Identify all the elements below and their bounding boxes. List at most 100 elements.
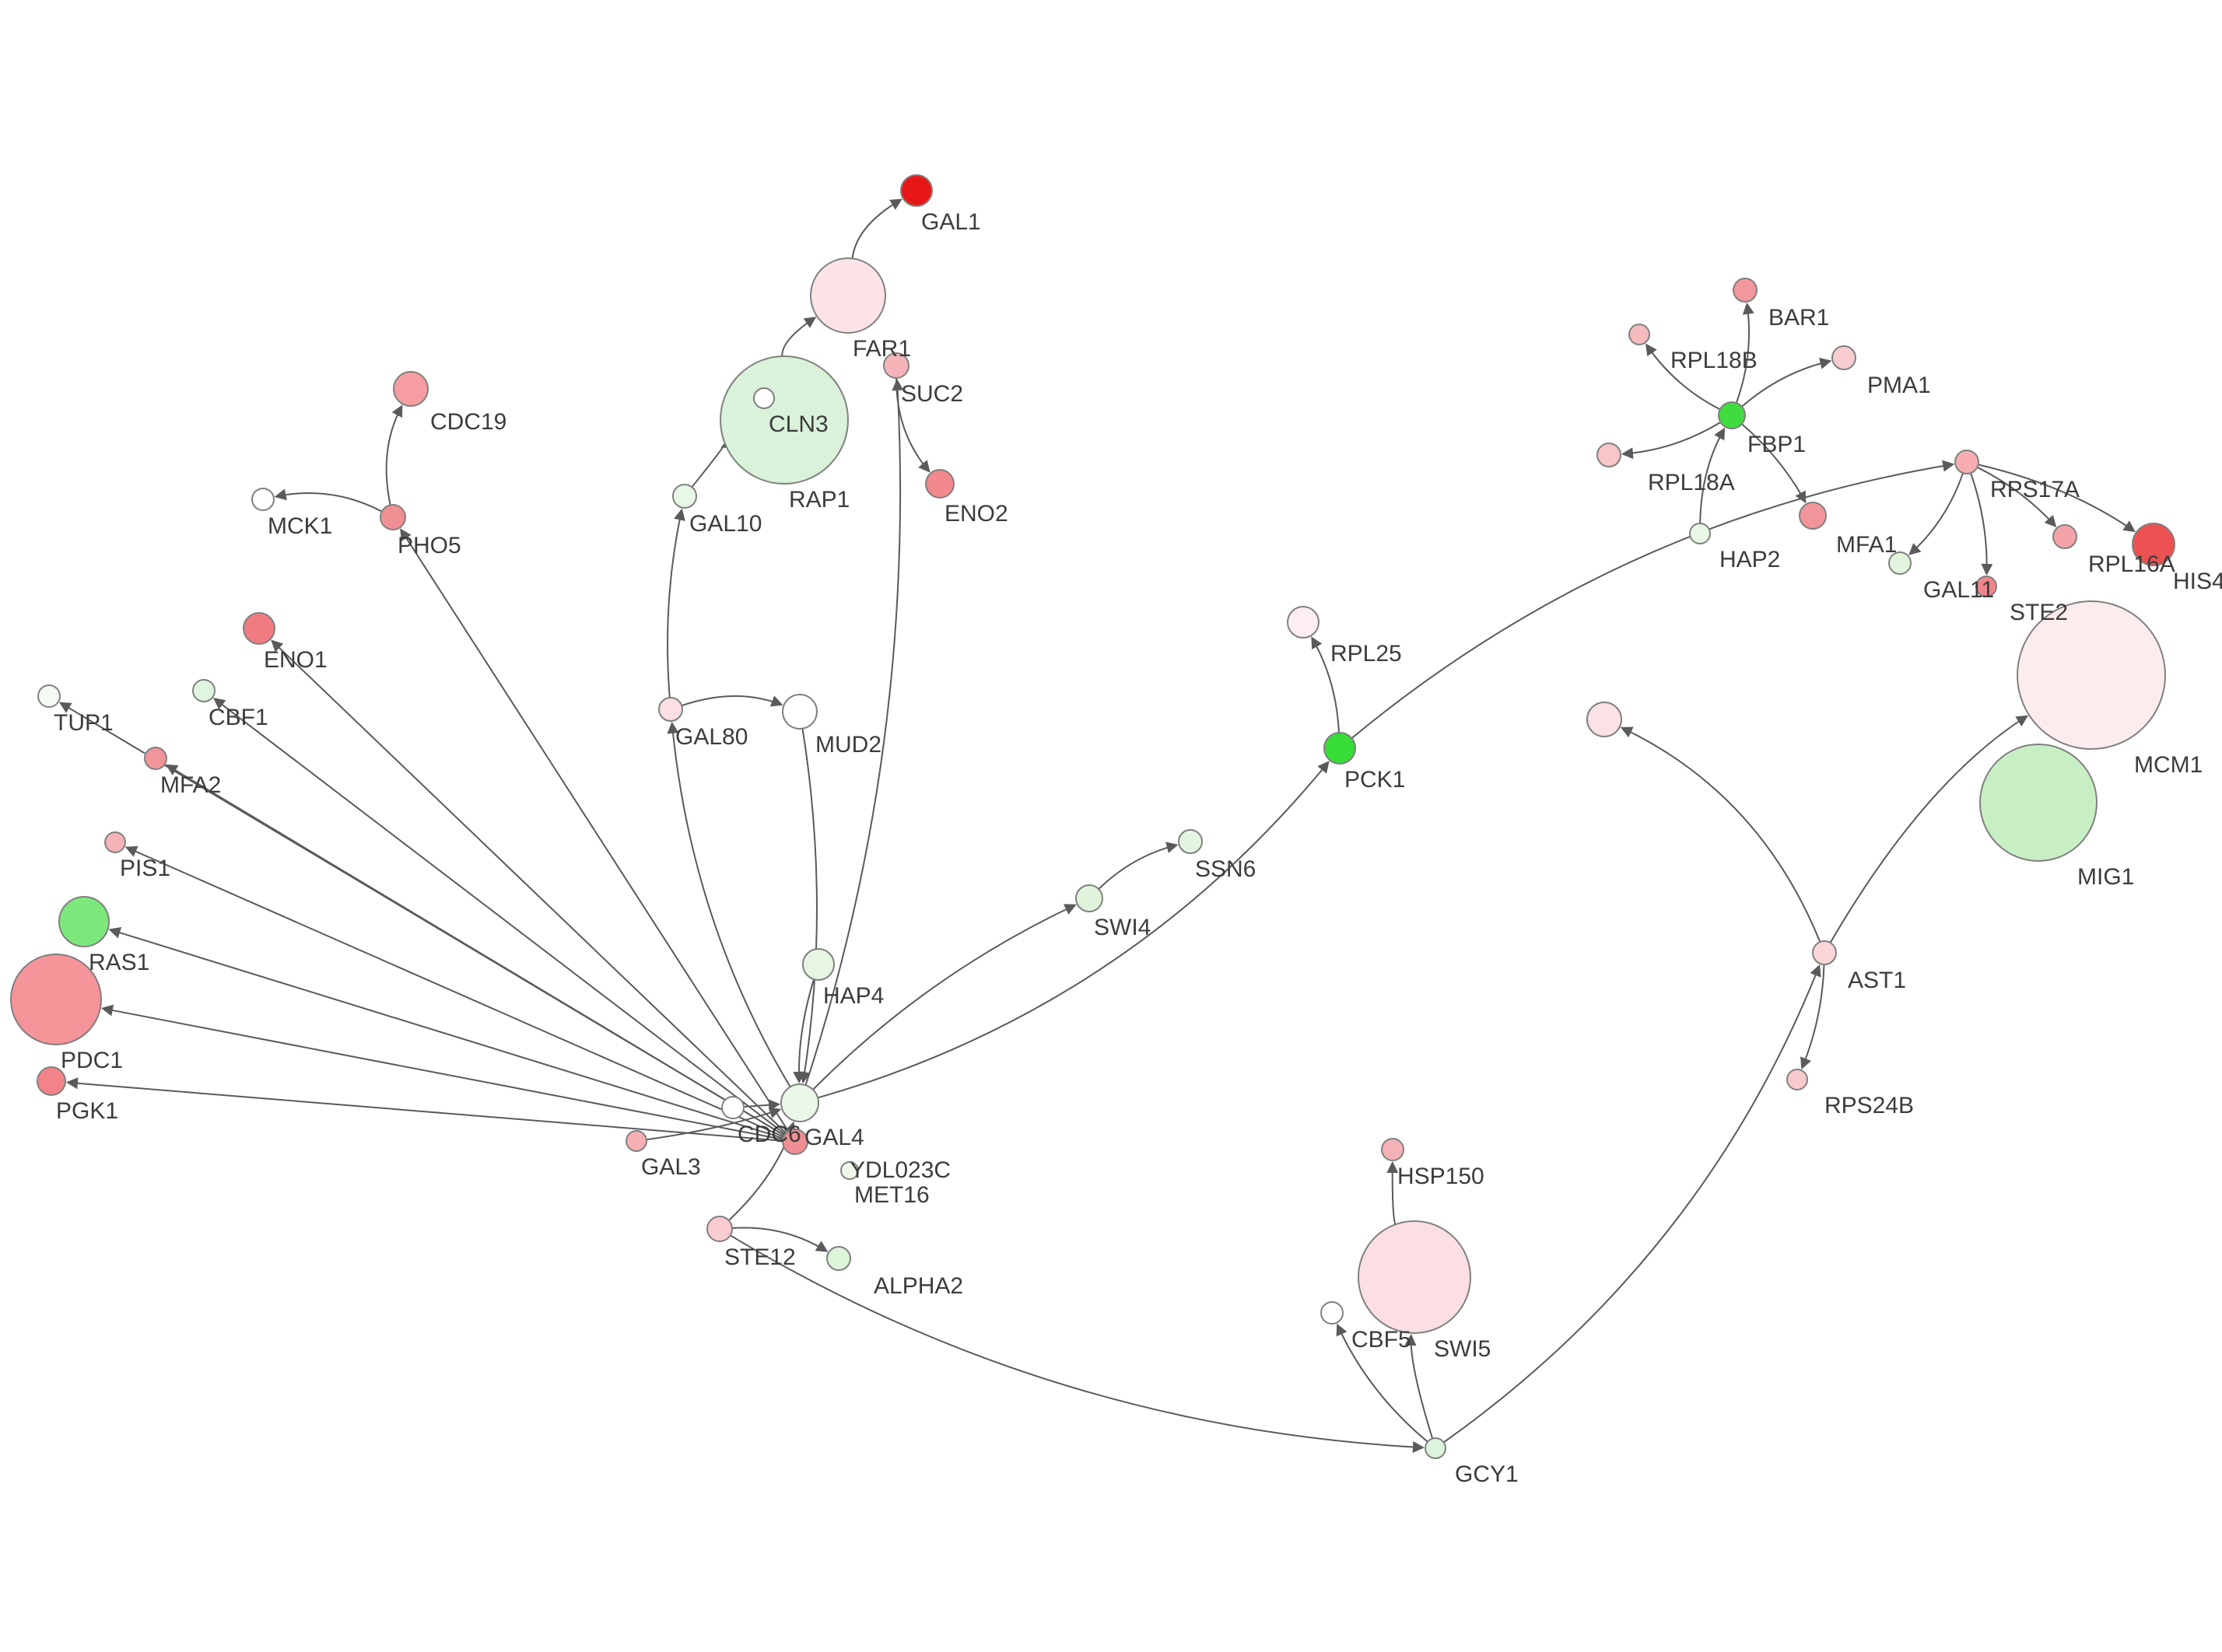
edge-RPS17A-HIS4[interactable]	[1978, 464, 2136, 533]
edge-GAL4-PCK1[interactable]	[817, 761, 1330, 1099]
edge-SWI5-HSP150[interactable]	[1386, 1161, 1399, 1225]
node-RPS24B[interactable]	[1786, 1069, 1808, 1090]
node-HAP4[interactable]	[802, 948, 835, 981]
edge-FAR1-GAL1[interactable]	[851, 198, 902, 259]
node-STE12[interactable]	[706, 1216, 733, 1242]
node-PDC1[interactable]	[10, 954, 102, 1045]
edge-PCK1-RPS17A[interactable]	[1351, 460, 1955, 739]
edge-STE12-ALPHA2[interactable]	[731, 1227, 829, 1252]
node-RPL18B[interactable]	[1628, 324, 1650, 345]
edge-GAL3-GAL4[interactable]	[646, 1107, 782, 1141]
edge-PCK1-RPL25[interactable]	[1311, 636, 1340, 733]
edge-GAL10-RAP1[interactable]	[691, 437, 734, 488]
node-ALPHA2[interactable]	[826, 1246, 851, 1271]
node-GAL4[interactable]	[780, 1083, 819, 1122]
edge-AST1-NODE1[interactable]	[1620, 726, 1821, 943]
node-GAL80[interactable]	[658, 697, 683, 722]
edge-CDC6-GAL4[interactable]	[743, 1099, 781, 1111]
node-PIS1[interactable]	[104, 831, 126, 853]
edge-AST1-RPS24B[interactable]	[1800, 964, 1825, 1070]
edge-FBP1-MFA1[interactable]	[1741, 423, 1807, 504]
edge-GAL4-GAL80[interactable]	[667, 721, 791, 1087]
edge-HAP4-GAL4[interactable]	[793, 978, 815, 1083]
node-RPS17A[interactable]	[1954, 450, 1979, 474]
node-SUC2[interactable]	[883, 352, 909, 379]
edge-YDL023C-RAS1[interactable]	[108, 926, 783, 1139]
edge-YDL023C-PDC1[interactable]	[100, 1004, 783, 1140]
edge-GAL80-GAL10[interactable]	[667, 508, 685, 698]
node-ENO1[interactable]	[243, 612, 275, 645]
node-ENO2[interactable]	[925, 469, 955, 499]
node-PMA1[interactable]	[1831, 345, 1856, 370]
edge-RPS17A-GAL11[interactable]	[1908, 472, 1964, 555]
node-RAS1[interactable]	[58, 896, 110, 947]
node-HIS4[interactable]	[2132, 523, 2175, 566]
node-GAL10[interactable]	[672, 484, 697, 509]
node-BAR1[interactable]	[1733, 278, 1758, 303]
node-MIG1[interactable]	[1979, 744, 2098, 862]
node-STE2[interactable]	[1975, 576, 1997, 597]
edge-PHO5-CDC19[interactable]	[385, 404, 403, 506]
edge-FBP1-PMA1[interactable]	[1741, 357, 1832, 408]
edge-GCY1-SWI5[interactable]	[1404, 1333, 1434, 1439]
edge-YDL023C-PGK1[interactable]	[65, 1077, 783, 1142]
edge-YDL023C-CBF1[interactable]	[212, 698, 786, 1136]
edge-RAP1-FAR1[interactable]	[781, 317, 817, 357]
node-MCM1[interactable]	[2017, 600, 2166, 750]
node-MET16[interactable]	[840, 1161, 859, 1180]
node-CDC6[interactable]	[721, 1096, 745, 1119]
node-MFA2[interactable]	[144, 747, 167, 770]
edge-PHO5-MCK1[interactable]	[274, 488, 383, 513]
node-SSN6[interactable]	[1178, 829, 1203, 854]
edge-YDL023C-MFA2[interactable]	[165, 764, 785, 1136]
node-YDL023C[interactable]	[782, 1129, 808, 1155]
edge-FBP1-RPL18B[interactable]	[1645, 343, 1721, 411]
edge-GCY1-AST1[interactable]	[1443, 964, 1821, 1444]
node-CBF1[interactable]	[192, 679, 216, 702]
edge-SWI4-SSN6[interactable]	[1098, 842, 1179, 890]
node-CBF5[interactable]	[1320, 1301, 1344, 1325]
edge-HAP2-FBP1[interactable]	[1699, 427, 1726, 524]
node-GAL11[interactable]	[1888, 551, 1912, 575]
edge-RPS17A-RPL16A[interactable]	[1976, 466, 2057, 528]
label-CBF1: CBF1	[209, 705, 268, 730]
node-PHO5[interactable]	[380, 504, 406, 530]
edge-GCY1-CBF5[interactable]	[1336, 1323, 1428, 1443]
edge-MUD2-GAL4[interactable]	[798, 728, 818, 1084]
edge-GAL4-SUC2[interactable]	[804, 379, 904, 1086]
node-SWI4[interactable]	[1075, 884, 1103, 912]
node-NODE1[interactable]	[1586, 702, 1622, 737]
node-PGK1[interactable]	[37, 1066, 66, 1096]
edge-YDL023C-PIS1[interactable]	[124, 845, 784, 1138]
node-CLN3[interactable]	[753, 387, 775, 409]
edge-AST1-MCM1[interactable]	[1829, 715, 2029, 943]
edge-GAL80-MUD2[interactable]	[681, 695, 783, 707]
node-TUP1[interactable]	[37, 684, 61, 708]
edge-RPS17A-STE2[interactable]	[1970, 472, 1993, 576]
edge-YDL023C-PHO5[interactable]	[400, 528, 790, 1132]
node-SWI5[interactable]	[1358, 1220, 1471, 1334]
node-FBP1[interactable]	[1718, 401, 1746, 429]
node-RAP1[interactable]	[720, 355, 849, 485]
node-AST1[interactable]	[1812, 940, 1837, 965]
node-RPL16A[interactable]	[2052, 524, 2077, 549]
node-PCK1[interactable]	[1323, 732, 1356, 765]
node-RPL25[interactable]	[1287, 606, 1320, 639]
node-CDC19[interactable]	[393, 371, 429, 407]
node-FAR1[interactable]	[810, 257, 886, 334]
node-MFA1[interactable]	[1799, 502, 1827, 530]
node-GCY1[interactable]	[1425, 1437, 1446, 1459]
edge-STE12-GCY1[interactable]	[730, 1234, 1425, 1453]
edge-FBP1-BAR1[interactable]	[1735, 302, 1754, 404]
edge-YDL023C-ENO1[interactable]	[271, 639, 787, 1134]
node-GAL1[interactable]	[900, 174, 933, 207]
node-MCK1[interactable]	[251, 488, 275, 511]
node-HSP150[interactable]	[1381, 1138, 1404, 1161]
label-RAP1: RAP1	[789, 487, 850, 513]
edge-FBP1-RPL18A[interactable]	[1621, 422, 1722, 460]
node-RPL18A[interactable]	[1596, 443, 1621, 467]
node-HAP2[interactable]	[1689, 523, 1711, 544]
edge-GAL4-SWI4[interactable]	[812, 904, 1077, 1090]
node-GAL3[interactable]	[626, 1130, 647, 1152]
node-MUD2[interactable]	[782, 694, 818, 730]
